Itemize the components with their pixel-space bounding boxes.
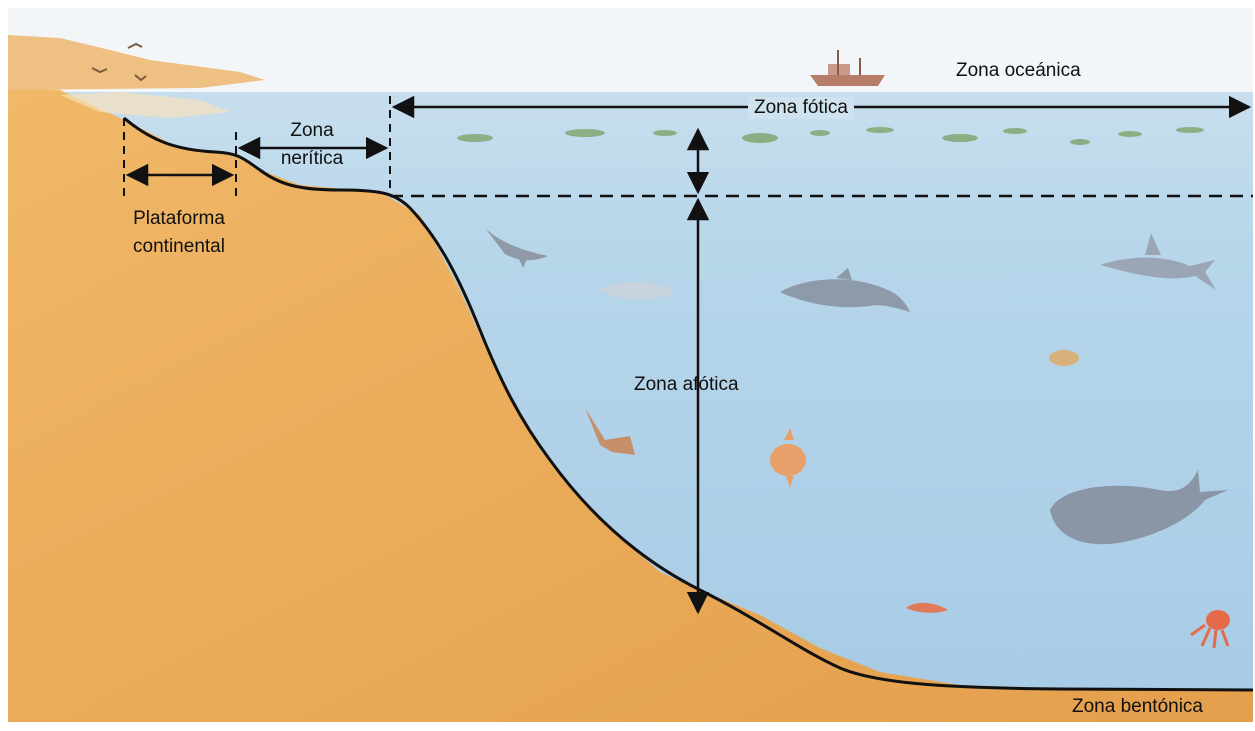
neritic-zone-label-line1: Zona xyxy=(252,120,372,142)
continental-shelf-label: Plataforma continental xyxy=(104,208,254,258)
continental-shelf-label-line2: continental xyxy=(104,236,254,258)
benthic-zone-label: Zona bentónica xyxy=(1072,696,1203,718)
photic-zone-label: Zona fótica xyxy=(748,97,854,119)
oceanic-zone-label: Zona oceánica xyxy=(956,60,1081,82)
continental-shelf-label-line1: Plataforma xyxy=(104,208,254,230)
neritic-zone-label-line2: nerítica xyxy=(252,148,372,170)
aphotic-zone-label: Zona afótica xyxy=(634,374,739,396)
neritic-zone-label: Zona nerítica xyxy=(252,120,372,170)
small-fish xyxy=(1049,350,1079,366)
